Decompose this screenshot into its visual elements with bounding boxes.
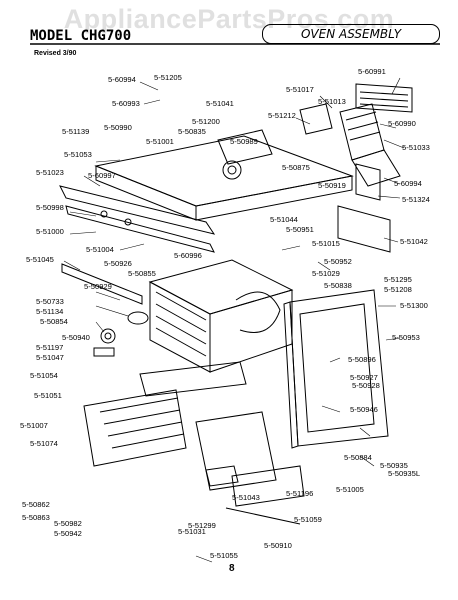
part-label: 5-50733 [36, 297, 64, 306]
side-rail [59, 185, 216, 253]
part-label: 5-51059 [294, 515, 322, 524]
left-side-parts [61, 263, 149, 357]
part-label: 5-51134 [36, 307, 63, 316]
part-label: 5-51197 [36, 343, 63, 352]
part-label: 5-50982 [54, 519, 82, 528]
part-label: 5-50838 [324, 281, 352, 290]
part-label: 5-51212 [268, 111, 296, 120]
part-label: 5-50940 [62, 333, 90, 342]
part-label: 5-50942 [54, 529, 82, 538]
part-label: 5-51013 [318, 97, 346, 106]
part-label: 5-50910 [264, 541, 292, 550]
part-label: 5-51205 [154, 73, 182, 82]
part-label: 5-50990 [104, 123, 132, 132]
revision-date: Revised 3/90 [34, 50, 77, 57]
part-label: 5-50953 [392, 333, 420, 342]
part-label: 5-51139 [62, 127, 89, 136]
model-number: MODEL CHG700 [30, 28, 132, 44]
part-label: 5-51015 [312, 239, 340, 248]
part-label: 5-51074 [30, 439, 58, 448]
part-label: 5-51054 [30, 371, 58, 380]
part-label: 5-51047 [36, 353, 64, 362]
part-label: 5-50952 [324, 257, 352, 266]
part-label: 5-51300 [400, 301, 428, 310]
part-label: 5-50926 [104, 259, 132, 268]
part-label: 5-50928 [352, 381, 380, 390]
part-label: 5-50835 [178, 127, 206, 136]
part-label: 5-51200 [192, 117, 220, 126]
part-label: 5-51007 [20, 421, 48, 430]
part-label: 5-51053 [64, 150, 92, 159]
part-label: 5-51042 [400, 237, 428, 246]
part-label: 5-51196 [286, 489, 313, 498]
top-frame [94, 103, 354, 221]
part-label: 5-51017 [286, 85, 314, 94]
part-label: 5-51023 [36, 168, 64, 177]
part-label: 5-51295 [384, 275, 412, 284]
part-label: 5-50935L [388, 469, 420, 478]
part-label: 5-51000 [36, 227, 64, 236]
broiler-pan [83, 361, 305, 525]
part-label: 5-51001 [146, 137, 174, 146]
part-label: 5-51045 [26, 255, 54, 264]
part-label: 5-51029 [312, 269, 340, 278]
part-label: 5-60990 [388, 119, 416, 128]
part-label: 5-60993 [112, 99, 140, 108]
oven-door [283, 289, 389, 449]
part-label: 5-51051 [34, 391, 62, 400]
part-label: 5-60994 [394, 179, 422, 188]
part-label: 5-50951 [286, 225, 314, 234]
part-label: 5-50855 [128, 269, 156, 278]
part-label: 5-50884 [344, 453, 372, 462]
part-label: 5-60994 [108, 75, 136, 84]
callout-labels: 5-60991 5-60994 5-51205 5-60993 5-51017 5-510… [20, 67, 430, 560]
part-label: 5-51044 [270, 215, 298, 224]
part-label: 5-51004 [86, 245, 114, 254]
part-label: 5-51055 [210, 551, 238, 560]
part-label: 5-50919 [318, 181, 346, 190]
right-panel [337, 163, 391, 253]
part-label: 5-51043 [232, 493, 260, 502]
part-label: 5-51031 [178, 527, 206, 536]
part-label: 5-50998 [36, 203, 64, 212]
part-label: 5-51208 [384, 285, 412, 294]
part-label: 5-50946 [350, 405, 378, 414]
part-label: 5-50875 [282, 163, 310, 172]
part-label: 5-50862 [22, 500, 50, 509]
part-label: 5-51005 [336, 485, 364, 494]
part-label: 5-60996 [174, 251, 202, 260]
watermark: AppliancePartsPros.com [63, 4, 395, 34]
part-label: 5-51324 [402, 195, 430, 204]
part-label: 5-50863 [22, 513, 50, 522]
page-number: 8 [229, 563, 235, 574]
part-label: 5-51299 [188, 521, 216, 530]
part-label: 5-50935 [380, 461, 408, 470]
oven-cavity [148, 259, 294, 373]
part-label: 5-50989 [230, 137, 258, 146]
part-label: 5-51041 [206, 99, 234, 108]
part-label: 5-60997 [88, 171, 116, 180]
part-label: 5-50854 [40, 317, 68, 326]
part-label: 5-51033 [402, 143, 430, 152]
leader-lines [63, 77, 405, 563]
part-label: 5-50896 [348, 355, 376, 364]
vent-assembly [339, 83, 413, 187]
part-label: 5-60991 [358, 67, 386, 76]
part-label: 5-50929 [84, 282, 112, 291]
part-label: 5-50927 [350, 373, 378, 382]
